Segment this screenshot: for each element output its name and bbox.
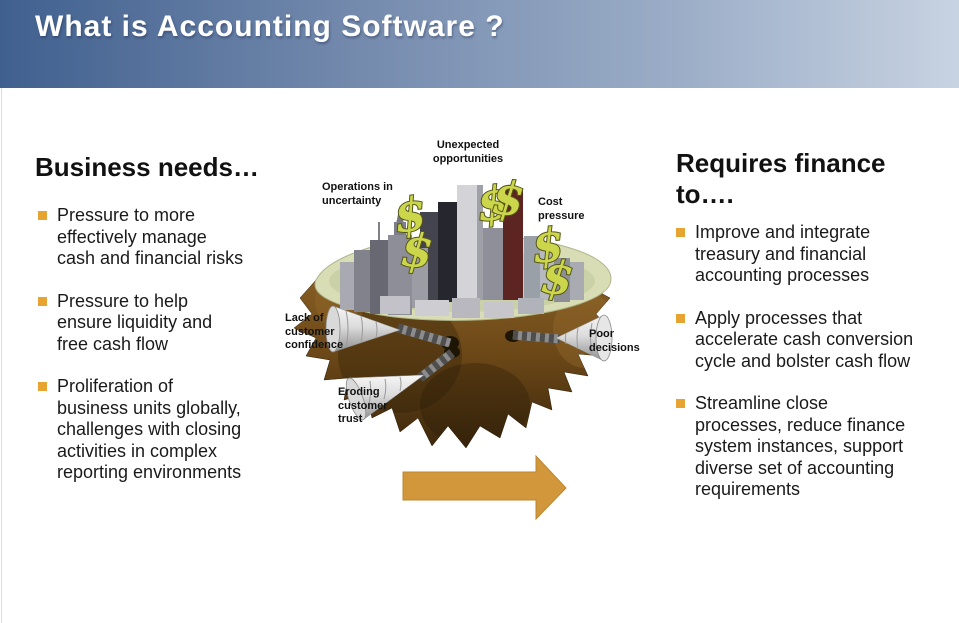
list-item: Pressure to help ensure liquidity and fr… xyxy=(38,291,273,356)
slide-header-bar: What is Accounting Software ? xyxy=(0,0,959,88)
label-cost-pressure: Cost pressure xyxy=(538,196,585,222)
bullet-text: Improve and integrate treasury and finan… xyxy=(695,222,871,285)
list-item: Proliferation of business units globally… xyxy=(38,376,273,484)
list-item: Pressure to more effectively manage cash… xyxy=(38,205,273,270)
slide-title: What is Accounting Software ? xyxy=(35,10,505,43)
bullet-text: Apply processes that accelerate cash con… xyxy=(695,307,914,371)
left-edge-divider xyxy=(1,88,2,623)
drill-icon-left xyxy=(325,305,459,353)
drill-icon-right xyxy=(505,314,613,362)
dollar-sign-icon: $ xyxy=(399,222,436,279)
list-item: Apply processes that accelerate cash con… xyxy=(676,308,931,373)
list-item: Streamline close processes, reduce finan… xyxy=(676,393,931,501)
business-needs-heading: Business needs… xyxy=(35,152,259,182)
dollar-signs: $ $ $ $ $ $ xyxy=(390,169,578,308)
bullet-square-icon xyxy=(38,382,47,391)
city-skyline xyxy=(340,185,584,318)
bullet-square-icon xyxy=(676,313,685,323)
bullet-text: Pressure to more effectively manage cash… xyxy=(57,205,244,268)
label-eroding-customer-trust: Eroding customer trust xyxy=(338,386,388,425)
floating-city-illustration: $ $ $ $ $ $ xyxy=(293,169,613,449)
drill-icon-bottom-left xyxy=(345,346,460,421)
requires-finance-heading: Requires finance to…. xyxy=(676,148,886,209)
dollar-sign-icon: $ xyxy=(489,170,526,227)
dollar-sign-icon: $ xyxy=(538,249,576,306)
business-needs-panel: Business needs… Pressure to more effecti… xyxy=(35,152,280,482)
label-unexpected-opportunities: Unexpected opportunities xyxy=(432,139,504,165)
bullet-square-icon xyxy=(676,228,685,237)
list-item: Improve and integrate treasury and finan… xyxy=(676,222,931,287)
bullet-square-icon xyxy=(38,296,47,306)
bullet-text: Proliferation of business units globally… xyxy=(57,376,242,482)
bullet-text: Pressure to help ensure liquidity and fr… xyxy=(57,290,213,354)
right-arrow-icon xyxy=(402,454,567,521)
bullet-square-icon xyxy=(676,399,685,408)
label-operations-in-uncertainty: Operations in uncertainty xyxy=(322,181,393,207)
business-needs-list: Pressure to more effectively manage cash… xyxy=(38,205,273,505)
requires-finance-list: Improve and integrate treasury and finan… xyxy=(676,222,931,522)
label-poor-decisions: Poor decisions xyxy=(589,328,640,354)
dollar-sign-icon: $ xyxy=(391,186,429,243)
label-lack-of-customer-confidence: Lack of customer confidence xyxy=(285,312,344,351)
dollar-sign-icon: $ xyxy=(474,175,511,232)
bullet-text: Streamline close processes, reduce finan… xyxy=(695,393,906,499)
dollar-sign-icon: $ xyxy=(530,217,567,274)
bullet-square-icon xyxy=(38,211,47,220)
requires-finance-panel: Requires finance to…. Improve and integr… xyxy=(676,148,931,499)
